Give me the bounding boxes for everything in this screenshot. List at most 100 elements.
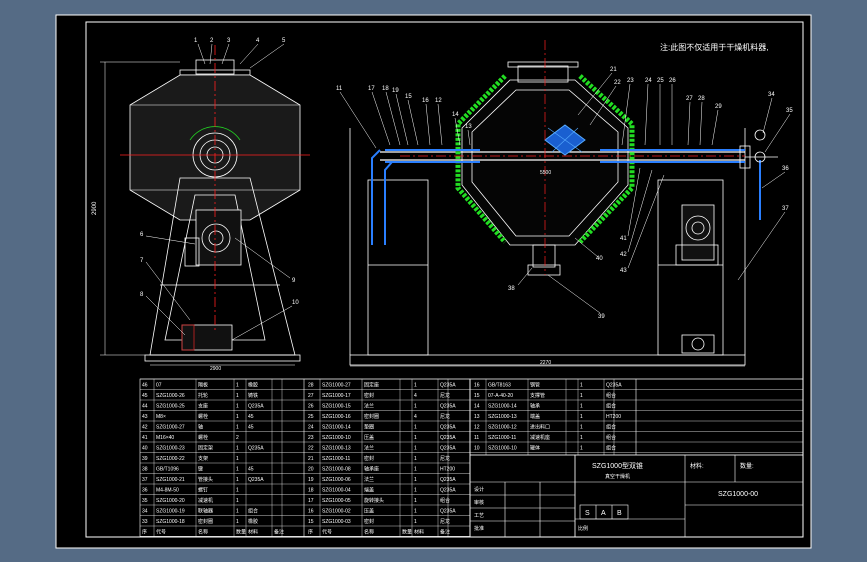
table-cell: SZG1000-10 (322, 435, 351, 441)
table-cell: 45 (248, 425, 254, 431)
table-cell: 14 (474, 404, 480, 410)
left-callout-9: 9 (292, 278, 296, 284)
table-cell: 1 (580, 393, 583, 399)
table-cell: 1 (236, 488, 239, 494)
table-cell: 1 (414, 498, 417, 504)
right-right-stand (657, 179, 724, 356)
left-callout-6: 6 (140, 232, 144, 238)
table-cell: 支座 (198, 403, 208, 410)
table-cell: 螺钉 (198, 487, 208, 494)
table-cell: 螺栓 (198, 413, 208, 420)
table-cell: 1 (414, 383, 417, 389)
table-cell: 26 (308, 404, 314, 410)
table-cell: 16 (474, 383, 480, 389)
right-bottom-motor (681, 334, 715, 354)
table-cell: 1 (236, 383, 239, 389)
table-cell: 组合 (606, 392, 616, 399)
title-material-label: 材料: (690, 462, 704, 470)
table-cell: 橡胶 (248, 382, 258, 389)
table-cell: 18 (308, 488, 314, 494)
table-cell: 垫圈 (364, 424, 374, 431)
title-drawing-number: SZG1000-00 (718, 491, 758, 498)
table-cell: 35 (142, 498, 148, 504)
table-cell: 15 (474, 393, 480, 399)
table-cell: 组合 (440, 497, 450, 504)
title-block (469, 454, 804, 538)
table-cell: 尼龙 (440, 413, 450, 420)
table-cell: SZG1000-04 (322, 488, 351, 494)
title-scale: 比例 (578, 525, 588, 532)
table-cell: SZG1000-06 (322, 477, 351, 483)
left-callout-leaders (145, 43, 293, 341)
right-motor-reducer (681, 204, 715, 261)
right-callout-42: 42 (620, 252, 627, 258)
right-callout-28: 28 (698, 96, 705, 102)
table-cell: 托轮 (198, 392, 208, 399)
table-cell: 1 (414, 488, 417, 494)
table-cell: 1 (236, 477, 239, 483)
left-callout-7: 7 (140, 258, 144, 264)
table-cell: SZG1000-16 (322, 414, 351, 420)
right-bottom-outlet (532, 244, 556, 268)
right-callout-27: 27 (686, 96, 693, 102)
left-callout-3: 3 (227, 38, 231, 44)
table-cell: 1 (414, 477, 417, 483)
table-cell: 端盖 (364, 487, 374, 494)
table-cell: SZG1000-11 (488, 435, 516, 441)
title-stage-a: A (601, 510, 606, 517)
left-callout-10: 10 (292, 300, 299, 306)
table-cell: SZG1000-14 (322, 425, 351, 431)
table-cell: 1 (236, 414, 239, 420)
table-cell: 25 (308, 414, 314, 420)
right-inner-dim: 5500 (540, 170, 551, 176)
table-cell: SZG1000-14 (488, 404, 517, 410)
table-header-row: 序代号名称数量材料备注序代号名称数量材料备注 (142, 529, 450, 536)
table-cell: 管接头 (198, 476, 213, 483)
table-header-cell: 数量 (236, 529, 246, 536)
table-cell: 1 (236, 519, 239, 525)
table-cell: 隔板 (198, 382, 208, 389)
table-cell: 1 (580, 435, 583, 441)
table-cell: 密封圈 (364, 413, 379, 420)
table-cell: 密封 (364, 392, 374, 399)
right-callout-11: 11 (336, 86, 343, 92)
table-cell: 45 (248, 414, 254, 420)
drawing-note: 注:此图不仅适用于干燥机料器, (660, 42, 768, 52)
table-cell: 进出料口 (530, 424, 550, 431)
table-cell: 38 (142, 467, 148, 473)
title-stage-b: B (617, 510, 622, 517)
title-design: 设计 (474, 486, 484, 493)
table-cell: SZG1000-08 (322, 467, 351, 473)
table-header-cell: 备注 (274, 529, 284, 536)
table-cell: 1 (236, 446, 239, 452)
table-cell: HT200 (440, 467, 455, 473)
table-header-cell: 序 (142, 529, 147, 536)
table-cell: 44 (142, 404, 148, 410)
table-cell: 端盖 (530, 413, 540, 420)
table-cell: 1 (236, 393, 239, 399)
right-callout-12: 12 (435, 98, 442, 104)
table-header-cell: 材料 (248, 529, 258, 536)
right-callout-18: 18 (382, 86, 389, 92)
table-cell: 39 (142, 456, 148, 462)
table-cell: 1 (414, 509, 417, 515)
right-callout-24: 24 (645, 78, 652, 84)
left-callout-4: 4 (256, 38, 260, 44)
table-cell: 组合 (606, 424, 616, 431)
table-cell: 1 (236, 467, 239, 473)
table-cell: 旋转接头 (364, 497, 384, 504)
table-cell: 20 (308, 467, 314, 473)
right-callout-17: 17 (368, 86, 375, 92)
table-cell: SZG1000-11 (322, 456, 350, 462)
table-cell: 罐体 (530, 445, 540, 452)
table-cell: SZG1000-18 (156, 519, 185, 525)
left-tank-body (129, 74, 301, 221)
table-cell: 1 (414, 456, 417, 462)
table-cell: 19 (308, 477, 314, 483)
table-cell: 螺栓 (198, 434, 208, 441)
table-cell: 轴承 (530, 403, 540, 410)
right-valve (544, 124, 586, 156)
